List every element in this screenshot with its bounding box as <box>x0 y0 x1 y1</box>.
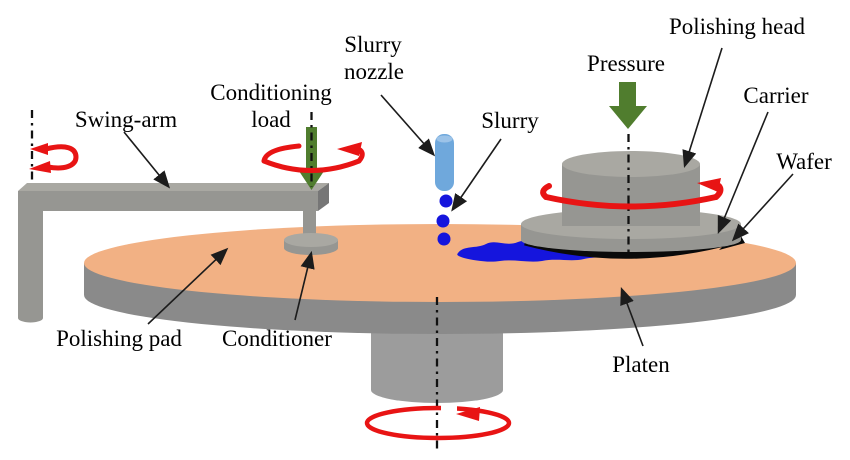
polishing-pad-pointer <box>147 247 229 325</box>
conditioner-stem <box>303 206 316 242</box>
platen-label: Platen <box>612 352 670 377</box>
polishing-pad-label: Polishing pad <box>56 326 182 351</box>
slurry-label: Slurry <box>481 108 539 133</box>
swing-arm-label: Swing-arm <box>75 107 177 132</box>
conditioner-pointer <box>294 250 315 321</box>
slurry-drop-2 <box>436 214 450 228</box>
conditioner-rotation-curl <box>356 147 365 164</box>
swing-arm-top-facet <box>18 183 329 191</box>
conditioner-label: Conditioner <box>222 326 332 351</box>
platen-pointer <box>620 287 644 347</box>
slurry-puddle <box>457 240 622 262</box>
slurry-nozzle-cap <box>436 135 453 143</box>
slurry-nozzle-pointer <box>380 94 436 157</box>
swing-arm-bar <box>18 191 318 211</box>
swing-arm-end-facet <box>318 183 329 211</box>
conditioner-disc-top <box>284 233 338 247</box>
swing-arm-pointer <box>123 131 171 189</box>
pressure-label: Pressure <box>587 51 665 76</box>
platen-shaft-bottom <box>371 377 503 403</box>
head-rotation-arrowhead <box>697 178 721 192</box>
polishing-head-top <box>562 151 700 177</box>
carrier-pointer <box>717 111 769 234</box>
conditioner-rotation-front-arc <box>261 158 362 173</box>
conditioning-load-label-line1: Conditioning <box>210 80 332 105</box>
polishing-head-pointer <box>682 47 723 169</box>
slurry-pointer <box>451 138 502 212</box>
platen-rotation-gap <box>441 403 457 416</box>
slurry-nozzle-shape <box>435 134 454 191</box>
wafer-pointer <box>731 173 794 242</box>
slurry-drop-1 <box>439 194 453 208</box>
head-rotation-front-arc <box>543 194 719 210</box>
head-rotation-curl <box>713 183 724 200</box>
slurry-drop-3 <box>437 232 451 246</box>
pressure-arrow <box>609 82 647 129</box>
conditioner-rotation-arrowhead <box>337 142 362 156</box>
swing-arm-rotation-arrowhead-top <box>30 143 48 155</box>
swing-arm-rotation-arrowhead-bottom <box>29 161 51 173</box>
platen-rotation-arrow <box>364 405 512 441</box>
swing-arm-rotation-arrow <box>43 144 79 171</box>
head-rotation-left-stub <box>540 183 552 200</box>
conditioner-rotation-rear-arc <box>261 143 302 164</box>
slurry-nozzle-label-line2: nozzle <box>344 59 404 84</box>
slurry-nozzle-label-line1: Slurry <box>344 32 402 57</box>
conditioning-load-label-line2: load <box>251 107 291 132</box>
polishing-head-label: Polishing head <box>669 14 806 39</box>
carrier-label: Carrier <box>743 83 808 108</box>
swing-arm-post <box>18 191 43 318</box>
wafer-label: Wafer <box>776 149 832 174</box>
platen-rotation-arrowhead <box>456 407 480 421</box>
swing-arm-post-bottom <box>18 313 43 323</box>
